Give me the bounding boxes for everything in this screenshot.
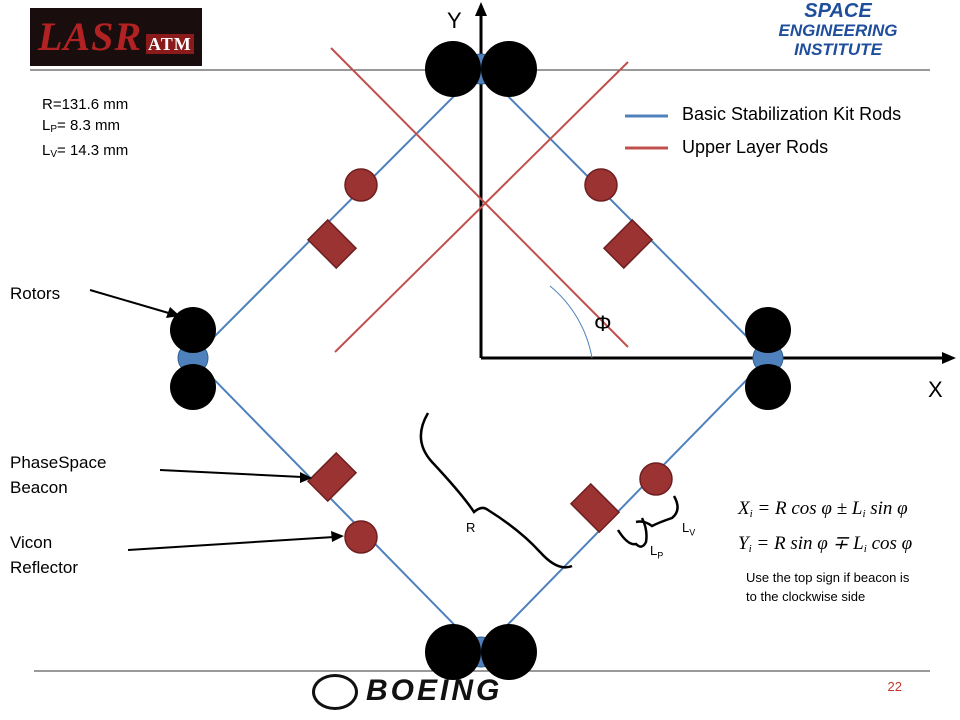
param-lv: LV= 14.3 mm [42, 142, 129, 160]
sei-logo-line-2: ENGINEERING [778, 21, 898, 40]
lp-brace [616, 517, 648, 548]
lasr-logo-text: LASR [38, 14, 143, 59]
vicon-reflector-se [639, 462, 673, 496]
sei-logo: SPACE ENGINEERING INSTITUTE [752, 0, 924, 64]
equation-x: Xi = R cos φ ± Li sin φ [738, 498, 908, 520]
phasespace-beacon-nw [306, 218, 358, 270]
sign-note: Use the top sign if beacon is to the clo… [746, 570, 910, 604]
sei-logo-line-1: SPACE [804, 0, 872, 22]
rotor-left [170, 307, 216, 410]
boeing-logo: BOEING [312, 674, 528, 711]
upper-rod-1 [330, 47, 629, 348]
rotor-right [745, 307, 791, 410]
parameter-list: R=131.6 mm LP= 8.3 mm LV= 14.3 mm [42, 94, 128, 165]
rotors-label: Rotors [10, 284, 61, 303]
boeing-symbol-icon [312, 674, 358, 711]
lv-dimension-label: LV [682, 520, 696, 538]
rotor-bottom [425, 624, 537, 680]
lasr-logo-mark: ATM [146, 34, 194, 54]
rotors-arrow [89, 289, 180, 318]
page-number: 22 [887, 679, 902, 694]
phasespace-beacon-se [569, 482, 621, 534]
phasespace-beacon-ne [602, 218, 654, 270]
upper-rod-2 [334, 61, 629, 353]
beacon-arrow [159, 469, 312, 483]
x-axis-arrow [942, 352, 956, 364]
equation-y: Yi = R sin φ ∓ Li cos φ [738, 533, 913, 555]
phi-label: Φ [594, 311, 612, 336]
rotor-top [425, 41, 537, 97]
phi-arc [549, 285, 593, 359]
r-brace [419, 412, 573, 569]
y-axis-label: Y [447, 8, 462, 33]
sei-logo-line-3: INSTITUTE [794, 40, 882, 59]
reflector-arrow [127, 531, 344, 551]
vicon-reflector-sw [344, 520, 378, 554]
phasespace-beacon-sw [306, 451, 358, 503]
param-r: R=131.6 mm [42, 96, 129, 113]
r-dimension-label: R [466, 520, 476, 535]
param-lp: LP= 8.3 mm [42, 117, 120, 135]
vicon-reflector-nw [344, 168, 378, 202]
x-axis-label: X [928, 377, 943, 402]
legend-label-blue: Basic Stabilization Kit Rods [682, 104, 902, 124]
lp-dimension-label: LP [650, 543, 664, 561]
y-axis-arrow [475, 2, 487, 16]
legend-label-red: Upper Layer Rods [682, 137, 829, 157]
vicon-reflector-ne [584, 168, 618, 202]
boeing-logo-text: BOEING [366, 674, 503, 707]
